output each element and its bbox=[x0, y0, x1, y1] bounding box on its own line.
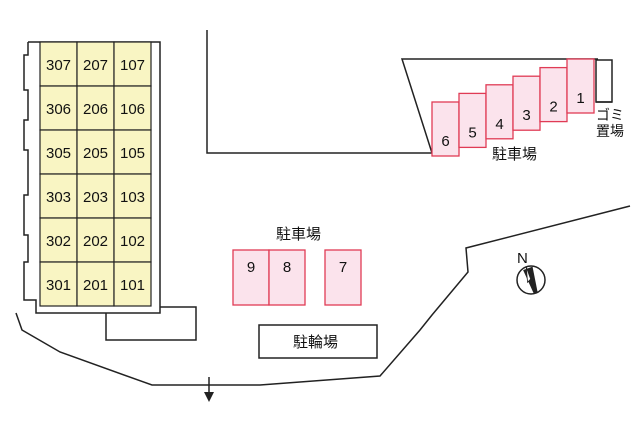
unit-number: 107 bbox=[120, 57, 145, 74]
unit-number: 207 bbox=[83, 57, 108, 74]
unit-grid: 307 306 305 303 302 301 207 206 205 203 202 201 107 1… bbox=[39, 41, 152, 307]
unit-number: 307 bbox=[46, 57, 71, 74]
unit-cell bbox=[113, 129, 152, 175]
parking-stall bbox=[431, 101, 460, 157]
parking-stall-number: 7 bbox=[339, 259, 347, 276]
bike-parking-box bbox=[258, 324, 378, 359]
unit-cell bbox=[76, 217, 115, 263]
parking-stall bbox=[324, 249, 362, 306]
building-annex bbox=[105, 306, 197, 341]
unit-number: 206 bbox=[83, 101, 108, 118]
unit-cell bbox=[39, 85, 78, 131]
unit-cell bbox=[76, 173, 115, 219]
parking-stall-number: 6 bbox=[441, 133, 449, 150]
parking-stall-number: 3 bbox=[522, 107, 530, 124]
mid-parking-stalls: 9 8 7 bbox=[232, 249, 362, 306]
unit-number: 103 bbox=[120, 189, 145, 206]
parking-stall bbox=[512, 75, 541, 131]
unit-number: 102 bbox=[120, 233, 145, 250]
top-parking-label: 駐車場 bbox=[492, 145, 537, 163]
north-compass-icon bbox=[516, 265, 546, 295]
unit-number: 203 bbox=[83, 189, 108, 206]
garbage-label-1: ゴミ bbox=[596, 107, 624, 124]
bike-parking-label: 駐輪場 bbox=[293, 333, 338, 351]
unit-number: 101 bbox=[120, 277, 145, 294]
unit-number: 306 bbox=[46, 101, 71, 118]
unit-number: 205 bbox=[83, 145, 108, 162]
unit-number: 301 bbox=[46, 277, 71, 294]
parking-stall bbox=[232, 249, 270, 306]
parking-stall-number: 9 bbox=[247, 259, 255, 276]
unit-cell bbox=[113, 261, 152, 307]
building-outline bbox=[23, 41, 161, 314]
parking-stall bbox=[268, 249, 306, 306]
top-parking-stalls: 6 5 4 3 2 1 bbox=[431, 58, 595, 157]
unit-number: 201 bbox=[83, 277, 108, 294]
north-label: N bbox=[517, 250, 528, 267]
unit-number: 305 bbox=[46, 145, 71, 162]
parking-stall-number: 8 bbox=[283, 259, 291, 276]
unit-number: 303 bbox=[46, 189, 71, 206]
parking-stall-number: 4 bbox=[495, 116, 503, 133]
unit-number: 302 bbox=[46, 233, 71, 250]
site-boundary-line bbox=[15, 205, 631, 386]
parking-stall-number: 5 bbox=[468, 124, 476, 141]
parking-stall-number: 1 bbox=[576, 90, 584, 107]
parking-stall bbox=[485, 84, 514, 140]
garbage-box bbox=[595, 59, 613, 103]
parking-stall bbox=[566, 58, 595, 114]
unit-number: 202 bbox=[83, 233, 108, 250]
unit-cell bbox=[113, 41, 152, 87]
garbage-label-2: 置場 bbox=[596, 124, 624, 140]
entrance-arrow-icon bbox=[204, 392, 214, 402]
parking-stall bbox=[539, 66, 568, 123]
unit-cell bbox=[113, 85, 152, 131]
unit-cell bbox=[76, 129, 115, 175]
parking-stall-number: 2 bbox=[549, 99, 557, 116]
mid-parking-label: 駐車場 bbox=[276, 225, 321, 243]
unit-number: 106 bbox=[120, 101, 145, 118]
unit-number: 105 bbox=[120, 145, 145, 162]
